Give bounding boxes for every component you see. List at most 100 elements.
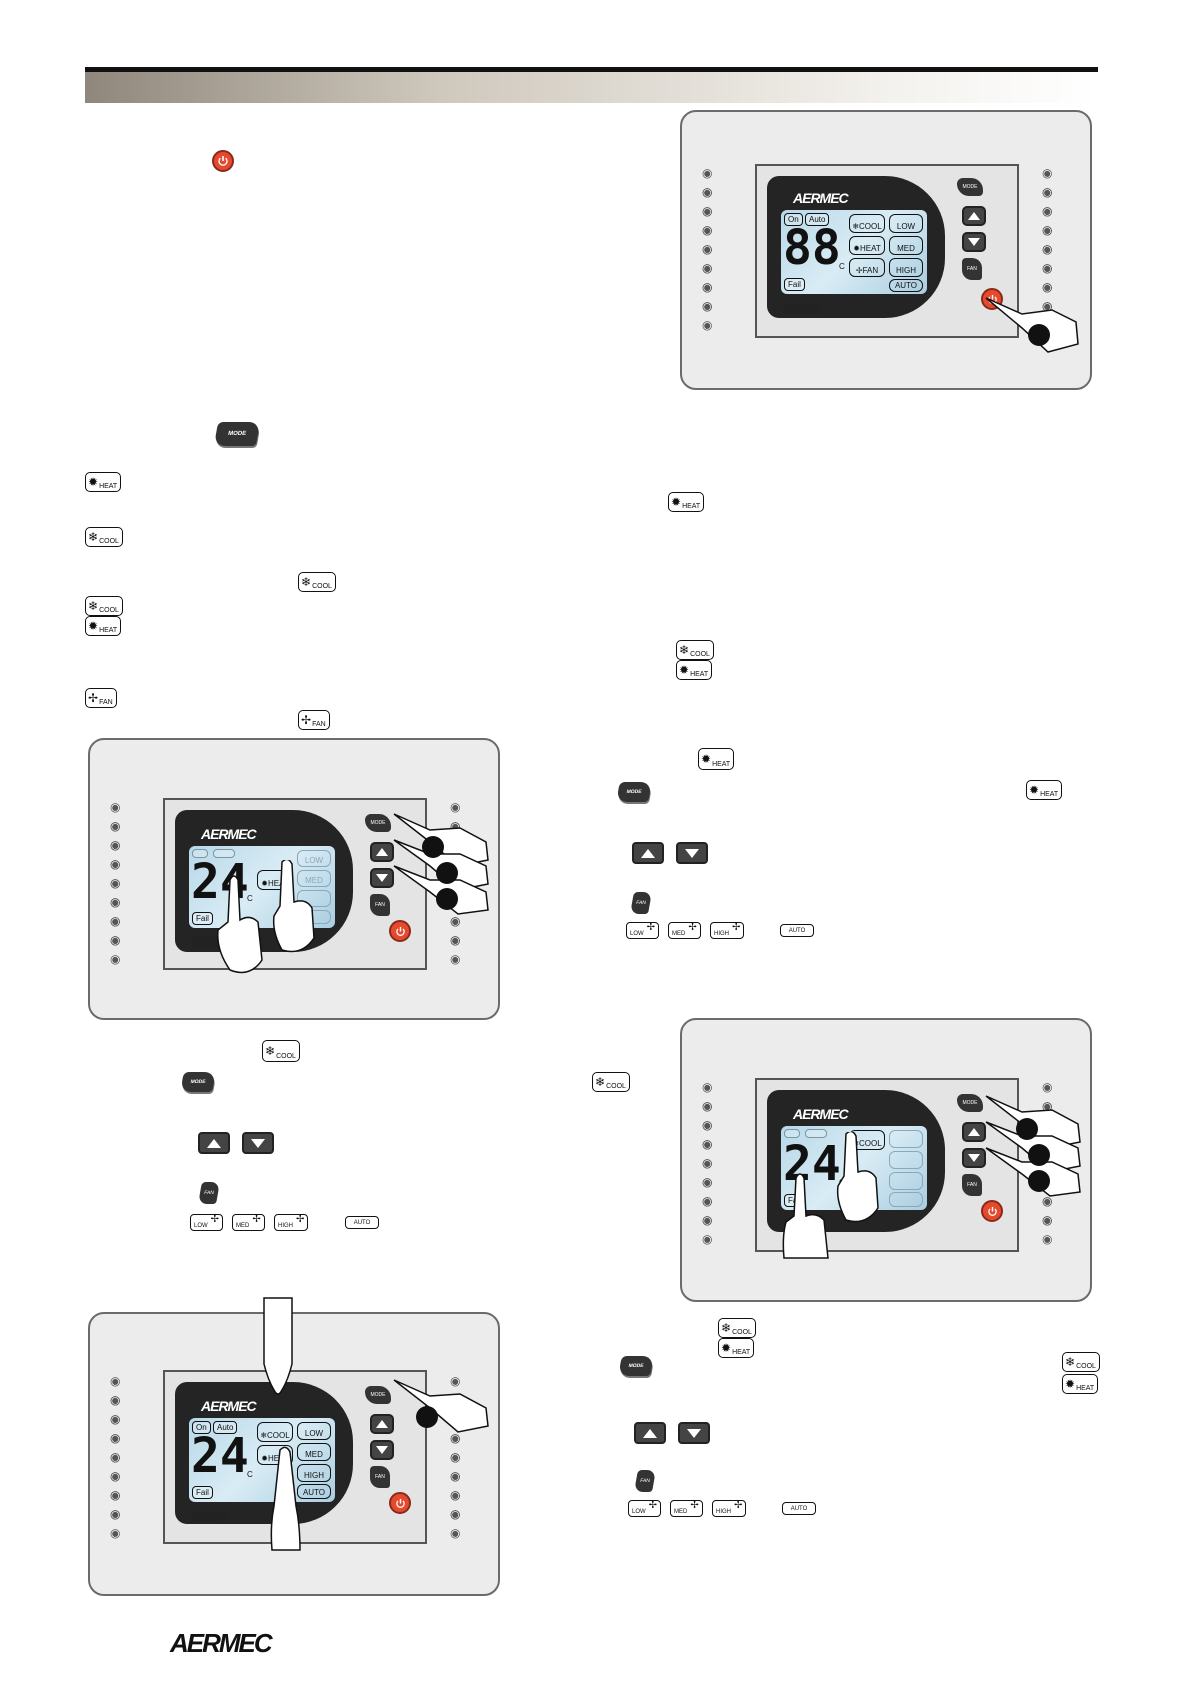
cool-indicator: ❄COOL bbox=[257, 1422, 293, 1442]
heat-indicator: ✹HEAT bbox=[849, 236, 885, 255]
fan-mode-icon: ✢FAN bbox=[85, 688, 117, 708]
up-arrow-icon bbox=[632, 842, 664, 864]
med-speed-icon: MED✢ bbox=[232, 1214, 265, 1231]
fail-indicator: Fail bbox=[192, 912, 213, 925]
fan-key-icon: FAN bbox=[198, 1182, 220, 1204]
low-speed-icon: LOW✢ bbox=[626, 922, 660, 939]
low-speed-icon: LOW✢ bbox=[628, 1500, 662, 1517]
cool-mode-icon: ❄COOL bbox=[718, 1318, 756, 1338]
fan-indicator: ✢FAN bbox=[849, 258, 885, 277]
fan-button: FAN bbox=[962, 258, 982, 280]
step-1-marker bbox=[422, 836, 444, 858]
step-2-marker bbox=[436, 862, 458, 884]
device-face: AERMEC On Auto 24 C Fail ❄COOL ✹HEAT LOW… bbox=[163, 1370, 427, 1544]
fan-button: FAN bbox=[962, 1174, 982, 1196]
med-speed-icon: MED✢ bbox=[670, 1500, 703, 1517]
heat-mode-icon: ✹HEAT bbox=[698, 748, 735, 770]
med-indicator: MED bbox=[297, 1443, 331, 1461]
device-brand: AERMEC bbox=[201, 826, 257, 842]
high-speed-icon: HIGH✢ bbox=[712, 1500, 747, 1517]
hand-pointer-icon bbox=[270, 1446, 301, 1551]
device-brand: AERMEC bbox=[793, 1106, 849, 1122]
heat-mode-icon: ✹HEAT bbox=[1062, 1374, 1099, 1394]
up-arrow-icon bbox=[198, 1132, 230, 1154]
step-1-marker bbox=[416, 1406, 438, 1428]
down-arrow-icon bbox=[242, 1132, 274, 1154]
step-3-marker bbox=[436, 888, 458, 910]
fan-key-icon: FAN bbox=[634, 1470, 656, 1492]
mode-key-icon: MODE bbox=[618, 1356, 654, 1376]
heat-mode-icon: ✹HEAT bbox=[85, 472, 122, 492]
mode-button: MODE bbox=[957, 178, 983, 196]
mode-button: MODE bbox=[957, 1094, 983, 1112]
cool-mode-icon: ❄COOL bbox=[85, 527, 123, 547]
step-3-marker bbox=[1028, 1170, 1050, 1192]
mode-key-icon: MODE bbox=[616, 782, 652, 802]
cool-mode-icon: ❄COOL bbox=[592, 1072, 630, 1092]
low-speed-icon: LOW✢ bbox=[190, 1214, 224, 1231]
down-button bbox=[962, 232, 986, 252]
mode-key-icon: MODE bbox=[213, 422, 261, 446]
auto-speed-icon: AUTO bbox=[345, 1216, 379, 1229]
hand-pointer-icon bbox=[393, 1379, 489, 1433]
fan-button: FAN bbox=[370, 1466, 390, 1488]
down-button bbox=[370, 1440, 394, 1460]
step-1-marker bbox=[1028, 324, 1050, 346]
thermostat-illustration-heat: ◉ ◉◉ ◉◉ ◉◉ ◉◉ ◉◉ ◉◉ ◉◉ ◉ ◉ ◉◉ ◉◉ ◉◉ ◉◉ ◉… bbox=[88, 738, 500, 1020]
fan-mode-icon: ✢FAN bbox=[298, 710, 330, 730]
low-indicator: LOW bbox=[297, 1422, 331, 1440]
device-brand: AERMEC bbox=[201, 1398, 257, 1414]
up-button bbox=[962, 206, 986, 226]
step-1-marker bbox=[1016, 1118, 1038, 1140]
heat-mode-icon: ✹HEAT bbox=[668, 492, 705, 512]
thermostat-illustration-cool: ◉ ◉◉ ◉◉ ◉◉ ◉◉ ◉◉ ◉◉ ◉◉ ◉ ◉ ◉◉ ◉◉ ◉◉ ◉◉ ◉… bbox=[680, 1018, 1092, 1302]
heat-mode-icon: ✹HEAT bbox=[718, 1338, 755, 1358]
device-face: AERMEC 24 C Fail ✹HEAT LOW MED ▮▮▮▮▮▮ MO… bbox=[163, 798, 427, 970]
heat-mode-icon: ✹HEAT bbox=[1026, 780, 1063, 800]
up-button bbox=[962, 1122, 986, 1142]
hand-pointer-icon bbox=[782, 1132, 879, 1259]
auto-indicator: AUTO bbox=[297, 1484, 331, 1499]
thermostat-illustration-power: ◉ ◉◉ ◉◉ ◉◉ ◉◉ ◉◉ ◉◉ ◉◉ ◉ ◉ ◉◉ ◉◉ ◉◉ ◉◉ ◉… bbox=[680, 110, 1092, 390]
header-bar bbox=[85, 67, 1098, 103]
fan-button: FAN bbox=[370, 894, 390, 916]
mode-key-icon: MODE bbox=[180, 1072, 216, 1092]
high-indicator: HIGH bbox=[297, 1464, 331, 1482]
lcd-screen: On Auto 88 C Fail ❄COOL ✹HEAT ✢FAN LOW M… bbox=[781, 210, 927, 294]
step-2-marker bbox=[1028, 1144, 1050, 1166]
high-speed-icon: HIGH✢ bbox=[274, 1214, 309, 1231]
auto-speed-icon: AUTO bbox=[782, 1502, 816, 1515]
down-button bbox=[962, 1148, 986, 1168]
med-indicator: MED bbox=[889, 236, 923, 255]
med-speed-icon: MED✢ bbox=[668, 922, 701, 939]
auto-indicator: AUTO bbox=[889, 279, 923, 292]
hand-pointer-icon bbox=[263, 1297, 293, 1395]
power-button bbox=[981, 1200, 1003, 1222]
hand-pointer-icon bbox=[217, 860, 315, 974]
low-indicator: LOW bbox=[889, 214, 923, 233]
temperature-display: 24 bbox=[191, 1428, 249, 1484]
cool-mode-icon: ❄COOL bbox=[1062, 1352, 1100, 1372]
down-button bbox=[370, 868, 394, 888]
up-arrow-icon bbox=[634, 1422, 666, 1444]
cool-mode-icon: ❄COOL bbox=[298, 572, 336, 592]
cool-mode-icon: ❄COOL bbox=[85, 596, 123, 616]
down-arrow-icon bbox=[678, 1422, 710, 1444]
lcd-screen: On Auto 24 C Fail ❄COOL ✹HEAT LOW MED HI… bbox=[189, 1418, 335, 1502]
temperature-display: 24 bbox=[783, 1136, 841, 1192]
power-icon bbox=[212, 150, 234, 172]
down-arrow-icon bbox=[676, 842, 708, 864]
temperature-display: 88 bbox=[783, 220, 841, 276]
up-button bbox=[370, 842, 394, 862]
heat-mode-icon: ✹HEAT bbox=[676, 660, 713, 680]
heat-mode-icon: ✹HEAT bbox=[85, 616, 122, 636]
cool-mode-icon: ❄COOL bbox=[262, 1040, 300, 1062]
up-button bbox=[370, 1414, 394, 1434]
footer-brand-logo: AERMEC bbox=[170, 1628, 273, 1658]
power-button bbox=[389, 1492, 411, 1514]
auto-speed-icon: AUTO bbox=[780, 924, 814, 937]
device-face: AERMEC On Auto 88 C Fail ❄COOL ✹HEAT ✢FA… bbox=[755, 164, 1019, 338]
thermostat-illustration-auto: ◉ ◉◉ ◉◉ ◉◉ ◉◉ ◉◉ ◉◉ ◉◉ ◉ ◉ ◉◉ ◉◉ ◉◉ ◉◉ ◉… bbox=[88, 1297, 500, 1596]
device-brand: AERMEC bbox=[793, 190, 849, 206]
high-indicator: HIGH bbox=[889, 258, 923, 277]
